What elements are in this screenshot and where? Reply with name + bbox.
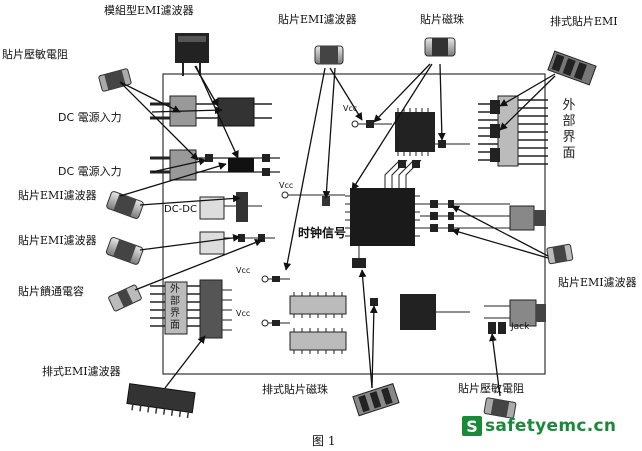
chip-emi-filter-photo-right — [546, 243, 574, 265]
vcc-node-2 — [281, 191, 345, 206]
label-dc-input-2: DC 電源入力 — [58, 165, 122, 178]
label-chip-varistor-right: 貼片壓敏電阻 — [458, 382, 524, 395]
label-vcc-4: Vcc — [236, 309, 251, 318]
module-emi-filter-photo — [175, 33, 209, 76]
label-dcdc: DC-DC — [164, 204, 197, 215]
label-dc-input-1: DC 電源入力 — [58, 111, 122, 124]
external-interface-connector-left — [150, 279, 232, 339]
chip-emi-filter-photo-left-1 — [106, 191, 144, 219]
label-jack: Jack — [511, 322, 530, 332]
dip-ic-2 — [289, 328, 347, 354]
label-vcc-3: Vcc — [236, 266, 251, 275]
label-chip-emi-filter-left-2: 貼片EMI濾波器 — [18, 234, 97, 247]
label-external-interface-left: 外部界面 — [170, 284, 180, 331]
chip-emi-filter-photo-top — [314, 45, 344, 65]
chip-varistor-photo-right — [483, 397, 517, 419]
label-chip-emi-filter-left-1: 貼片EMI濾波器 — [18, 189, 97, 202]
safetyemc-logo: S safetyemc.cn — [462, 414, 616, 438]
clock-filter-chip — [352, 258, 366, 268]
dcdc-converter — [199, 192, 262, 222]
chip-bead-photo-top — [424, 37, 456, 57]
label-array-bead-bottom: 排式貼片磁珠 — [262, 383, 328, 396]
array-emi-filter-photo-bottom — [126, 383, 196, 419]
vcc-node-4 — [261, 319, 290, 327]
array-bead-photo-bottom — [352, 383, 400, 417]
label-feedthrough-cap: 貼片饋通電容 — [18, 285, 84, 298]
chip-emi-filter-photo-left-2 — [105, 237, 144, 265]
main-processor-chip — [345, 159, 422, 246]
vcc-node-1 — [351, 120, 392, 128]
jack-connector — [484, 299, 546, 334]
audio-chip — [400, 294, 470, 330]
label-module-emi-filter: 模組型EMI濾波器 — [104, 4, 194, 17]
logo-mark: S — [462, 416, 482, 436]
mcu-chip-top — [395, 108, 470, 156]
dip-ic-1 — [289, 292, 347, 318]
vcc-node-3 — [261, 275, 290, 283]
label-vcc-1: Vcc — [343, 104, 358, 113]
logo-text: safetyemc.cn — [485, 416, 617, 436]
label-clock-signal: 时钟信号 — [298, 226, 347, 240]
right-filter-bank — [420, 200, 546, 232]
array-emi-photo-top — [547, 50, 597, 86]
label-external-interface-right: 外部界面 — [562, 98, 576, 161]
label-chip-emi-filter-right: 貼片EMI濾波器 — [558, 276, 637, 289]
module-filter-on-board — [196, 97, 272, 127]
label-chip-varistor-left: 貼片壓敏電阻 — [2, 48, 68, 61]
label-array-emi-filter-bottom: 排式EMI濾波器 — [42, 365, 121, 378]
callout-arrows — [119, 63, 556, 397]
label-chip-emi-filter-top: 貼片EMI濾波器 — [278, 13, 357, 26]
label-vcc-2: Vcc — [279, 181, 294, 190]
regulator-block — [199, 231, 275, 255]
label-chip-bead-top: 貼片磁珠 — [420, 13, 464, 26]
external-interface-connector-right — [478, 95, 548, 167]
figure-caption: 图 1 — [312, 434, 336, 448]
label-array-emi-top: 排式貼片EMI — [550, 15, 618, 28]
feedthrough-cap-photo — [108, 284, 142, 312]
